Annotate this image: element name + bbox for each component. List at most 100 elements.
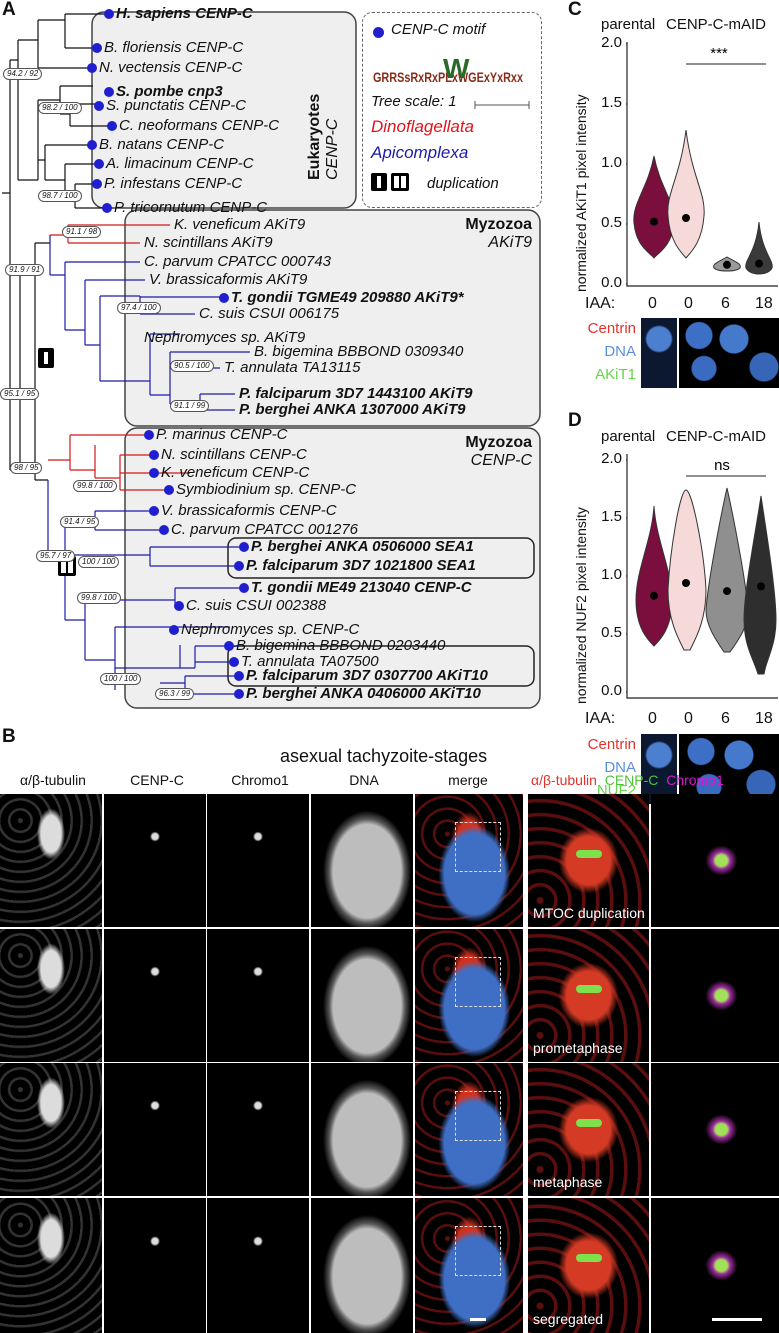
tree-scale-label: Tree scale: 1 [371, 93, 457, 110]
median-point [755, 259, 763, 268]
tree-leaf-label: H. sapiens CENP-C [116, 5, 253, 22]
motif-dot-icon [149, 506, 159, 516]
motif-dot-icon [92, 179, 102, 189]
support-value: 91.1 / 99 [170, 400, 210, 412]
iaa-value: 6 [721, 295, 730, 312]
legend-dinoflagellata: Dinoflagellata [371, 117, 475, 136]
clade-box-eukaryotes [91, 11, 357, 209]
micrograph-tile [104, 929, 206, 1062]
tree-leaf-label: S. punctatis CENP-C [106, 97, 247, 114]
tree-leaf-label: T. gondii TGME49 209880 AKiT9* [231, 289, 464, 306]
motif-dot-icon [239, 542, 249, 552]
tree-leaf-label: P. falciparum 3D7 0307700 AKiT10 [246, 667, 488, 684]
motif-dot-icon [239, 583, 249, 593]
support-value: 100 / 100 [78, 556, 120, 568]
right-col-titles: α/β-tubulin CENP-C Chromo1 [531, 772, 724, 788]
d-micrograph-parental [641, 734, 677, 804]
tree-leaf-label: S. pombe cnp3 [116, 83, 223, 100]
median-point [723, 587, 731, 596]
motif-dot-icon [94, 101, 104, 111]
akit10-box [227, 645, 535, 687]
motif-dot-icon [149, 468, 159, 478]
support-value: 97.4 / 100 [117, 302, 161, 314]
tree-leaf-label: P. infestans CENP-C [104, 175, 243, 192]
support-value: 91.4 / 95 [60, 516, 100, 528]
motif-dot-icon [164, 485, 174, 495]
motif-dot-icon [104, 87, 114, 97]
median-point [723, 260, 731, 269]
d-violin-2 [667, 489, 707, 651]
phylogenetic-tree [2, 11, 541, 709]
tree-leaf-label: C. parvum CPATCC 001276 [171, 521, 359, 538]
tree-leaf-label: C. neoformans CENP-C [119, 117, 280, 134]
c-header-parental: parental [601, 16, 656, 33]
y-tick-label: 0.5 [601, 214, 622, 231]
channel-label: DNA [604, 759, 636, 776]
legend-apicomplexa: Apicomplexa [371, 143, 469, 162]
median-point [757, 582, 765, 591]
micrograph-tile [415, 794, 523, 927]
tree-leaf-label: P. berghei ANKA 0506000 SEA1 [251, 538, 474, 555]
zoom-tile-cenpc-chromo1 [651, 929, 779, 1062]
motif-dot-icon [107, 121, 117, 131]
tree-leaf-label: C. suis CSUI 006175 [199, 305, 340, 322]
panel-label-b: B [2, 726, 16, 747]
d-iaa-label: IAA: [585, 710, 616, 727]
support-value: 96.3 / 99 [155, 688, 195, 700]
tree-leaf-label: B. floriensis CENP-C [104, 39, 244, 56]
violin-chart-d: ns [626, 454, 778, 699]
tree-leaf-label: P. berghei ANKA 0406000 AKiT10 [246, 685, 481, 702]
motif-dot-icon [149, 450, 159, 460]
micrograph-tile [415, 929, 523, 1062]
channel-label: AKiT1 [595, 366, 636, 383]
zoom-region-box [455, 1091, 501, 1141]
tree-leaf-label: C. parvum CPATCC 000743 [144, 253, 332, 270]
micro-column-title: merge [448, 772, 488, 788]
motif-dot-icon [169, 625, 179, 635]
violin-chart-c: *** [626, 42, 778, 287]
motif-dot-icon [224, 641, 234, 651]
sea1-box [227, 537, 535, 579]
y-tick-label: 0.5 [601, 624, 622, 641]
zoom-region-box [455, 1226, 501, 1276]
cenp-c-signal [576, 1254, 602, 1262]
motif-dot-icon [229, 657, 239, 667]
motif-dot-icon [234, 689, 244, 699]
motif-label: CENP-C motif [391, 21, 486, 38]
y-tick-label: 2.0 [601, 450, 622, 467]
d-significance: ns [714, 457, 730, 474]
y-tick-label: 1.5 [601, 508, 622, 525]
support-value: 98.7 / 100 [38, 190, 82, 202]
tree-leaf-label: P. marinus CENP-C [156, 426, 288, 443]
micro-column-title: Chromo1 [231, 772, 289, 788]
cenp-c-motif-logo: GRRSsRxRxPLxWGExYxRxx W [373, 53, 523, 85]
tree-scale-bar [474, 101, 530, 109]
motif-dot-icon [92, 43, 102, 53]
d-header-mutant: CENP-C-mAID [666, 428, 766, 445]
zoom-tile-merge [528, 1063, 649, 1196]
panel-label-c: C [568, 0, 582, 20]
tree-leaf-label: N. scintillans CENP-C [161, 446, 307, 463]
motif-dot-icon [174, 601, 184, 611]
stage-label: metaphase [533, 1174, 603, 1190]
motif-dot-icon [159, 525, 169, 535]
tree-leaf-label: P. tricornutum CENP-C [114, 199, 268, 216]
tree-legend: CENP-C motif GRRSsRxRxPLxWGExYxRxx W Tre… [362, 12, 542, 208]
tree-leaf-label: Nephromyces sp. CENP-C [181, 621, 360, 638]
tree-leaf-label: T. annulata TA07500 [241, 653, 379, 670]
y-tick-label: 1.0 [601, 154, 622, 171]
iaa-value: 0 [648, 710, 657, 727]
tree-leaf-label: B. bigemina BBBOND 0309340 [254, 343, 464, 360]
tree-leaf-label: N. scintillans AKiT9 [144, 234, 273, 251]
tree-leaf-label: K. veneficum CENP-C [161, 464, 310, 481]
zoom-region-box [455, 822, 501, 872]
motif-dot-icon [144, 430, 154, 440]
iaa-value: 18 [755, 295, 773, 312]
channel-label: DNA [604, 343, 636, 360]
right-title-chromo1: Chromo1 [666, 772, 724, 788]
zoom-region-box [455, 957, 501, 1007]
tree-leaf-label: B. natans CENP-C [99, 136, 225, 153]
